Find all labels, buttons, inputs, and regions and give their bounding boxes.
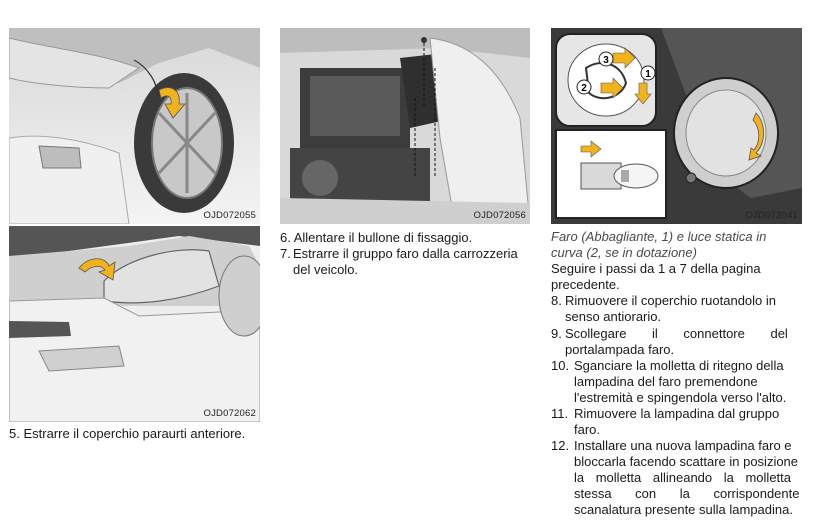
engine-bay-illustration xyxy=(280,28,530,224)
step-text: scanalatura presente sulla lampadina. xyxy=(574,502,793,517)
step-number: 12. xyxy=(551,438,570,453)
step-text: senso antiorario. xyxy=(565,309,662,324)
step-text: del veicolo. xyxy=(293,262,359,277)
figure-wheel-arch: OJD072055 xyxy=(9,28,260,224)
step-text: Sganciare la molletta di ritegno della xyxy=(574,358,784,373)
step-6: 6. Allentare il bullone di fissaggio. xyxy=(280,230,473,245)
step-number: 8. xyxy=(551,293,562,308)
step-number: 10. xyxy=(551,358,570,373)
step-number: 7. xyxy=(280,246,291,261)
step-text: Rimuovere la lampadina dal gruppo xyxy=(574,406,780,421)
step-number: 9. xyxy=(551,326,562,341)
callout-2: 2 xyxy=(581,83,587,94)
rotate-arrow-icon xyxy=(748,112,764,161)
step-text: Estrarre il gruppo faro dalla carrozzeri… xyxy=(293,246,518,261)
step-text: Rimuovere il coperchio ruotandolo in xyxy=(565,293,777,308)
wheel-arch-illustration xyxy=(9,28,260,224)
step-5: 5. Estrarre il coperchio paraurti anteri… xyxy=(9,426,246,441)
step-12: 12. Installare una nuova lampadina faro … xyxy=(551,438,803,518)
step-text: Scollegare il connettore del xyxy=(565,326,788,341)
intro-line: Seguire i passi da 1 a 7 della pagina xyxy=(551,261,761,276)
step-9: 9. Scollegare il connettore del portalam… xyxy=(551,326,803,358)
step-number: 11. xyxy=(551,406,569,421)
figure-code: OJD072055 xyxy=(203,210,256,221)
step-10: 10. Sganciare la molletta di ritegno del… xyxy=(551,358,803,406)
step-8: 8. Rimuovere il coperchio ruotandolo in … xyxy=(551,293,803,325)
step-text: stessa con la corrispondente xyxy=(574,486,800,501)
step-text: Installare una nuova lampadina faro e xyxy=(574,438,792,453)
step-text: l'estremità e spingendola verso l'alto. xyxy=(574,390,787,405)
intro-line: precedente. xyxy=(551,277,620,292)
figure-front-bumper: OJD072062 xyxy=(9,226,260,422)
front-bumper-illustration xyxy=(9,226,260,422)
step-text: lampadina del faro premendone xyxy=(574,374,758,389)
arrow-icon xyxy=(78,258,116,281)
heading-line: Faro (Abbagliante, 1) e luce statica in xyxy=(551,229,767,244)
step-text: faro. xyxy=(574,422,601,437)
section-heading: Faro (Abbagliante, 1) e luce statica in … xyxy=(551,229,806,261)
arrow-icon xyxy=(634,82,652,105)
figure-code: OJD072062 xyxy=(203,408,256,419)
figure-engine-bay: OJD072056 xyxy=(280,28,530,224)
step-7: 7. Estrarre il gruppo faro dalla carrozz… xyxy=(280,246,540,278)
figure-headlamp-rear: 3 2 1 OJD072041 xyxy=(551,28,802,224)
arrow-icon xyxy=(158,87,186,119)
step-text: portalampada faro. xyxy=(565,342,675,357)
arrow-icon xyxy=(612,47,636,69)
figure-code: OJD072041 xyxy=(745,210,798,221)
arrow-icon xyxy=(600,77,624,99)
step-11: 11. Rimuovere la lampadina dal gruppo fa… xyxy=(551,406,803,438)
headlamp-rear-illustration: 3 2 1 xyxy=(551,28,802,224)
callout-3: 3 xyxy=(603,55,609,66)
callout-1: 1 xyxy=(645,69,651,80)
step-text: la molletta allineando la molletta xyxy=(574,470,791,485)
arrow-icon xyxy=(580,140,602,158)
step-text: bloccarla facendo scattare in posizione xyxy=(574,454,799,469)
intro-text: Seguire i passi da 1 a 7 della pagina pr… xyxy=(551,261,806,293)
heading-line: curva (2, se in dotazione) xyxy=(551,245,697,260)
figure-code: OJD072056 xyxy=(473,210,526,221)
